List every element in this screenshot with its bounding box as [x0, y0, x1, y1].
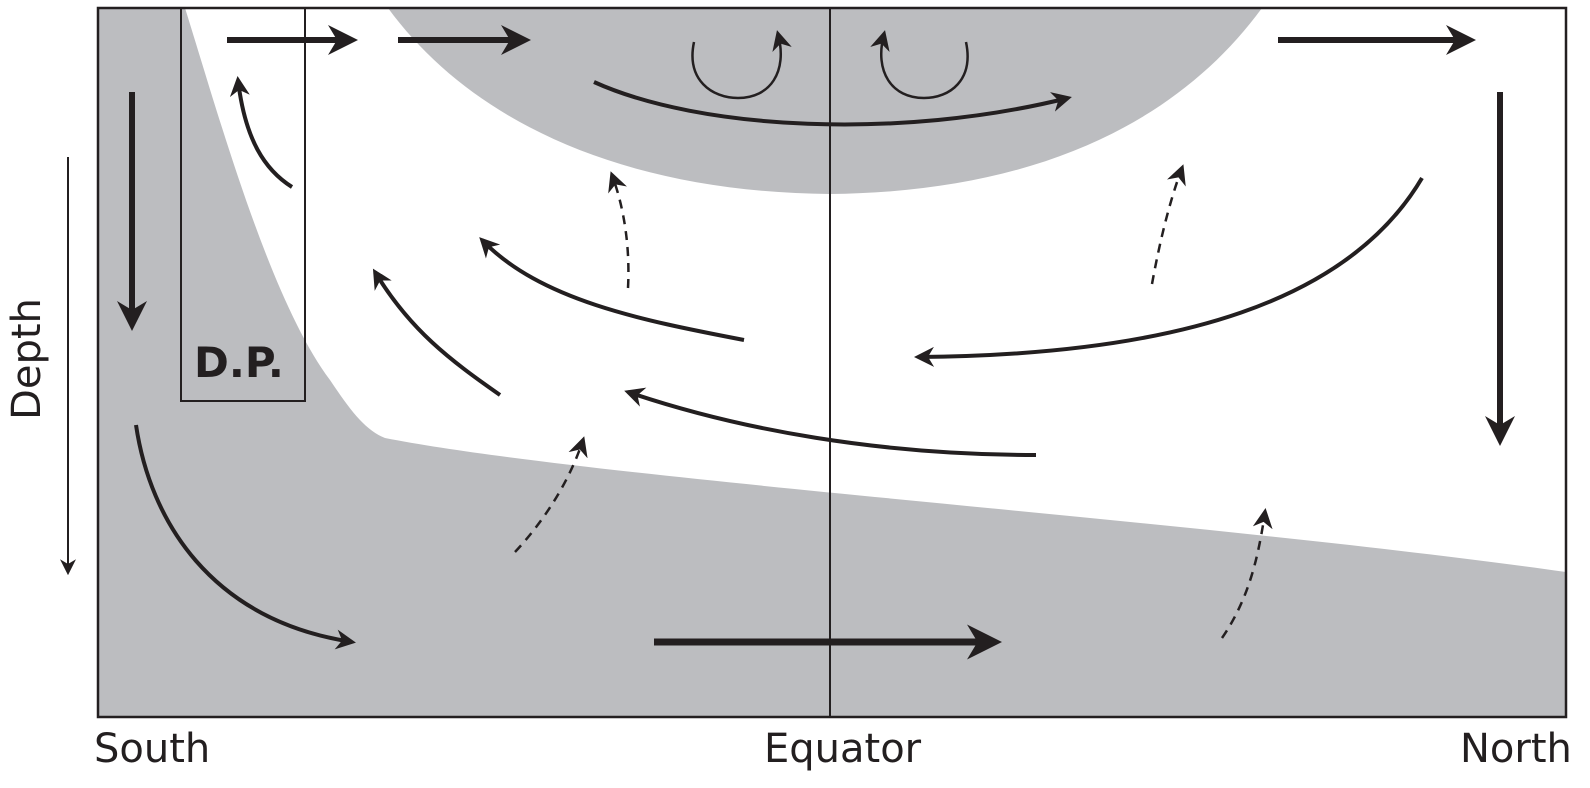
- depth-label: Depth: [4, 298, 50, 420]
- mid-return-arrow-left: [372, 268, 502, 397]
- solid-arrows: [117, 76, 1515, 660]
- south-label: South: [94, 726, 211, 772]
- dp-label: D.P.: [194, 338, 284, 387]
- eddy-left: [691, 30, 792, 100]
- eddy-arrows: [691, 30, 969, 100]
- equator-label: Equator: [764, 726, 922, 772]
- deep-return-arrow: [624, 387, 1037, 457]
- north-return-arrow: [914, 176, 1424, 367]
- north-label: North: [1460, 726, 1572, 772]
- dashed-arrow-4: [1220, 508, 1273, 639]
- eddy-right: [870, 30, 969, 100]
- equatorial-surface-arrow: [593, 80, 1072, 127]
- dashed-arrows: [514, 164, 1273, 639]
- dashed-arrow-3: [514, 436, 588, 553]
- dp-upwelling-arrow: [229, 76, 294, 189]
- dashed-arrow-1: [608, 171, 630, 289]
- south-bottom-arrow: [134, 424, 356, 650]
- dp-box: [180, 7, 306, 402]
- deep-water-region: [98, 8, 1566, 717]
- diagram-frame: [96, 6, 1568, 719]
- mid-return-arrow-upper: [479, 237, 745, 342]
- equatorial-surface-region: [388, 8, 1262, 194]
